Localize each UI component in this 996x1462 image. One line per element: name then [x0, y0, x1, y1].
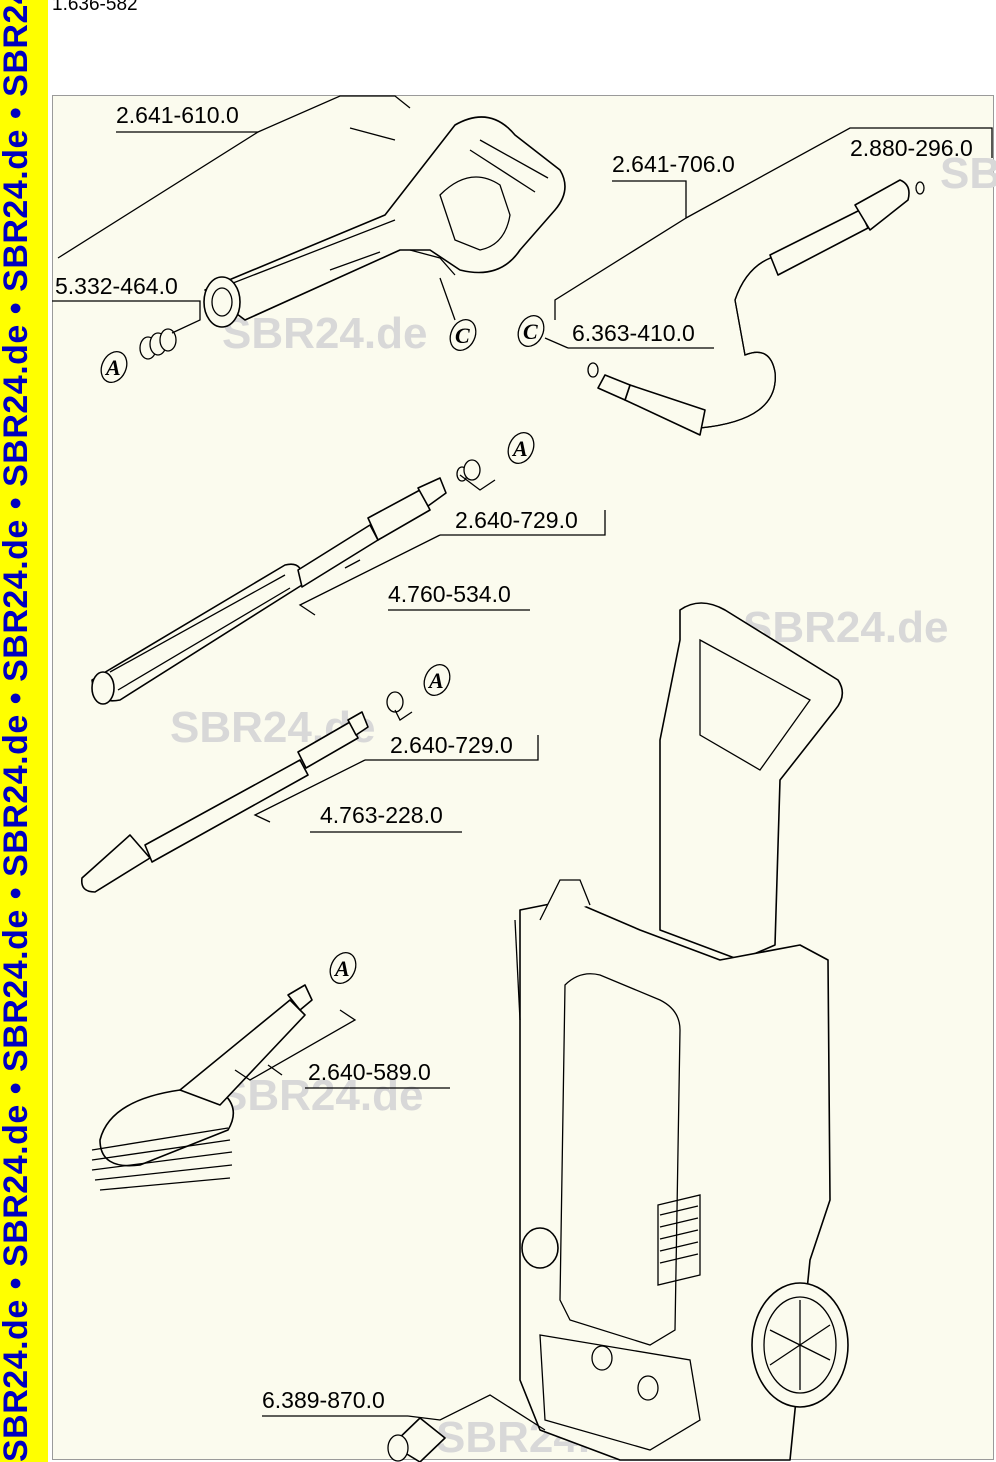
hose-coupling-drawing	[387, 1417, 446, 1462]
part-label: 6.389-870.0	[262, 1387, 385, 1413]
reference-marker-a: A	[100, 350, 128, 384]
svg-text:A: A	[427, 668, 444, 693]
part-label: 2.641-610.0	[116, 102, 239, 128]
trigger-gun-drawing	[203, 116, 566, 328]
reference-marker-a: A	[423, 663, 451, 697]
part-label: 2.640-729.0	[390, 732, 513, 758]
reference-marker-a: A	[507, 431, 535, 465]
watermark: SBR24.de	[940, 149, 996, 198]
reference-marker-c: C	[517, 314, 545, 348]
part-label: 6.363-410.0	[572, 320, 695, 346]
spring-ring	[139, 328, 177, 360]
part-label: 2.880-296.0	[850, 135, 973, 161]
part-label: 5.332-464.0	[55, 273, 178, 299]
hose-drawing	[587, 179, 925, 436]
leader-lines	[52, 95, 993, 1431]
reference-marker-c: C	[449, 318, 477, 352]
part-label: 2.640-729.0	[455, 507, 578, 533]
reference-marker-a: A	[329, 951, 357, 985]
brush-drawing	[91, 984, 313, 1191]
svg-text:A: A	[104, 355, 121, 380]
svg-text:A: A	[333, 956, 350, 981]
lance-2-drawing	[80, 691, 404, 893]
part-label: 2.640-589.0	[308, 1059, 431, 1085]
document-id: 1.636-582	[52, 0, 138, 15]
watermark: SBR24.de	[222, 309, 427, 358]
side-banner: SBR24.de • SBR24.de • SBR24.de • SBR24.d…	[0, 0, 48, 1462]
part-label: 4.760-534.0	[388, 581, 511, 607]
svg-text:C: C	[455, 323, 470, 348]
part-label: 4.763-228.0	[320, 802, 443, 828]
pressure-washer-drawing	[514, 602, 849, 1461]
svg-text:A: A	[511, 436, 528, 461]
svg-text:C: C	[523, 319, 538, 344]
lance-1-drawing	[91, 459, 481, 705]
part-label: 2.641-706.0	[612, 151, 735, 177]
